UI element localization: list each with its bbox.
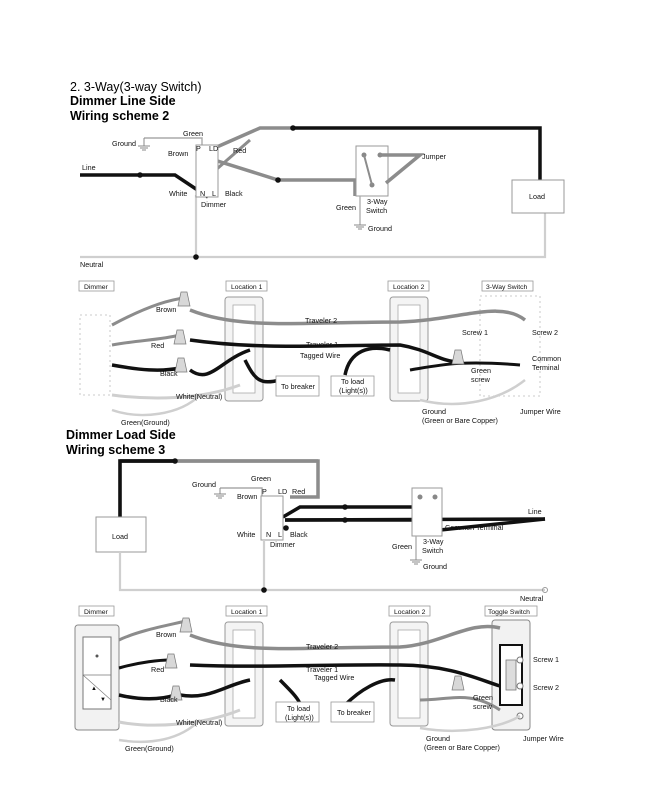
- w2-to-load-b-label: (Light(s)): [285, 713, 314, 722]
- w1-screw2-label: Screw 2: [532, 328, 558, 337]
- s1-dimmer-label: Dimmer: [201, 200, 227, 209]
- s1-ld-label: LD: [209, 144, 218, 153]
- w1-to-load-a-label: To load: [341, 377, 364, 386]
- w1-jumper-label: Jumper Wire: [520, 407, 561, 416]
- w1-traveler1-label: Traveler 1: [306, 340, 338, 349]
- w2-location2-label: Location 2: [394, 609, 426, 616]
- heading-dimmer-line-side: Dimmer Line Side: [70, 94, 176, 108]
- w2-black-label: Black: [160, 695, 178, 704]
- w2-toggle-label: Toggle Switch: [488, 609, 530, 616]
- s1-3way-label-a: 3-Way: [367, 197, 388, 206]
- w1-black-label: Black: [160, 369, 178, 378]
- w2-white-neutral-label: White(Neutral): [176, 718, 222, 727]
- s2-black-label: Black: [290, 530, 308, 539]
- w2-tagged-label: Tagged Wire: [314, 673, 354, 682]
- w2-traveler1-label: Traveler 1: [306, 665, 338, 674]
- w1-green-ground-label: Green(Ground): [121, 418, 170, 427]
- s2-load-label: Load: [112, 532, 128, 541]
- w2-gnd-b-label: (Green or Bare Copper): [424, 743, 500, 752]
- w1-location2-label: Location 2: [393, 284, 425, 291]
- s1-red-label: Red: [233, 146, 246, 155]
- s2-green-label: Green: [251, 474, 271, 483]
- s2-ld-label: LD: [278, 487, 287, 496]
- w2-green-a-label: Green: [473, 693, 493, 702]
- w1-common-b-label: Terminal: [532, 363, 560, 372]
- s2-red-label: Red: [292, 487, 305, 496]
- s2-n-label: N: [266, 530, 271, 539]
- heading-wiring-scheme-2: Wiring scheme 2: [70, 109, 170, 123]
- w2-brown-label: Brown: [156, 630, 176, 639]
- s2-common-label: Common Terminal: [445, 523, 504, 532]
- w1-gnd-a-label: Ground: [422, 407, 446, 416]
- w2-to-load-a-label: To load: [287, 704, 310, 713]
- s2-l-label: L: [278, 530, 282, 539]
- heading-dimmer-load-side: Dimmer Load Side: [66, 428, 176, 442]
- w2-dimmer-label: Dimmer: [84, 609, 109, 616]
- w2-screw1-label: Screw 1: [533, 655, 559, 664]
- s1-ground-label: Ground: [112, 139, 136, 148]
- w1-green-b-label: screw: [471, 375, 491, 384]
- s2-neutral-label: Neutral: [520, 594, 544, 603]
- w2-green-ground-label: Green(Ground): [125, 744, 174, 753]
- s2-dimmer-label: Dimmer: [270, 540, 296, 549]
- s1-3way-label-b: Switch: [366, 206, 387, 215]
- s2-3way-label-a: 3-Way: [423, 537, 444, 546]
- schematic-load-side: Green Ground Brown P LD Red Load White N…: [95, 458, 548, 603]
- w2-traveler2-label: Traveler 2: [306, 642, 338, 651]
- w1-dimmer-label: Dimmer: [84, 284, 109, 291]
- s1-green2-label: Green: [336, 203, 356, 212]
- dimmer-down-arrow: ▼: [100, 697, 106, 703]
- wiring-pictorial-2: ▲ ▼ Dimmer Location 1 L: [74, 605, 564, 753]
- s1-white-label: White: [169, 189, 187, 198]
- s1-n-label: N: [200, 189, 205, 198]
- w1-to-load-b-label: (Light(s)): [339, 386, 368, 395]
- w1-screw1-label: Screw 1: [462, 328, 488, 337]
- w2-gnd-a-label: Ground: [426, 734, 450, 743]
- w1-tagged-label: Tagged Wire: [300, 351, 340, 360]
- w1-white-neutral-label: White(Neutral): [176, 392, 222, 401]
- w1-common-a-label: Common: [532, 354, 561, 363]
- s2-brown-label: Brown: [237, 492, 257, 501]
- s1-line-label: Line: [82, 163, 96, 172]
- heading-wiring-scheme-3: Wiring scheme 3: [66, 443, 166, 457]
- s2-green2-label: Green: [392, 542, 412, 551]
- w1-location1-label: Location 1: [231, 284, 263, 291]
- dimmer-up-arrow: ▲: [91, 686, 97, 692]
- s1-jumper-label: Jumper: [422, 152, 447, 161]
- s2-3way-label-b: Switch: [422, 546, 443, 555]
- wiring-pictorial-1: Dimmer Location 1 Location 2 3-Way Switc…: [78, 280, 561, 427]
- s1-ground2-label: Ground: [368, 224, 392, 233]
- s2-ground-label: Ground: [192, 480, 216, 489]
- s1-brown-label: Brown: [168, 149, 188, 158]
- w1-green-a-label: Green: [471, 366, 491, 375]
- s1-l-label: L: [212, 189, 216, 198]
- s1-load-label: Load: [529, 192, 545, 201]
- s2-white-label: White: [237, 530, 255, 539]
- s1-green-label: Green: [183, 129, 203, 138]
- w2-jumper-label: Jumper Wire: [523, 734, 564, 743]
- w2-red-label: Red: [151, 665, 164, 674]
- w2-green-b-label: screw: [473, 702, 493, 711]
- s2-p-label: P: [262, 487, 267, 496]
- s1-neutral-label: Neutral: [80, 260, 104, 269]
- s1-p-label: P: [196, 144, 201, 153]
- diagram-heading-number: 2. 3-Way(3-way Switch): [70, 80, 202, 94]
- s1-black-label: Black: [225, 189, 243, 198]
- w2-to-breaker-label: To breaker: [337, 708, 372, 717]
- w1-red-label: Red: [151, 341, 164, 350]
- s2-line-label: Line: [528, 507, 542, 516]
- w1-to-breaker-label: To breaker: [281, 382, 316, 391]
- w1-brown-label: Brown: [156, 305, 176, 314]
- w2-location1-label: Location 1: [231, 609, 263, 616]
- w1-gnd-b-label: (Green or Bare Copper): [422, 416, 498, 425]
- schematic-line-side: Green Ground Brown P LD Red Jumper Line …: [80, 125, 565, 269]
- w1-threeway-label: 3-Way Switch: [486, 284, 528, 291]
- w2-screw2-label: Screw 2: [533, 683, 559, 692]
- s2-ground2-label: Ground: [423, 562, 447, 571]
- w1-traveler2-label: Traveler 2: [305, 316, 337, 325]
